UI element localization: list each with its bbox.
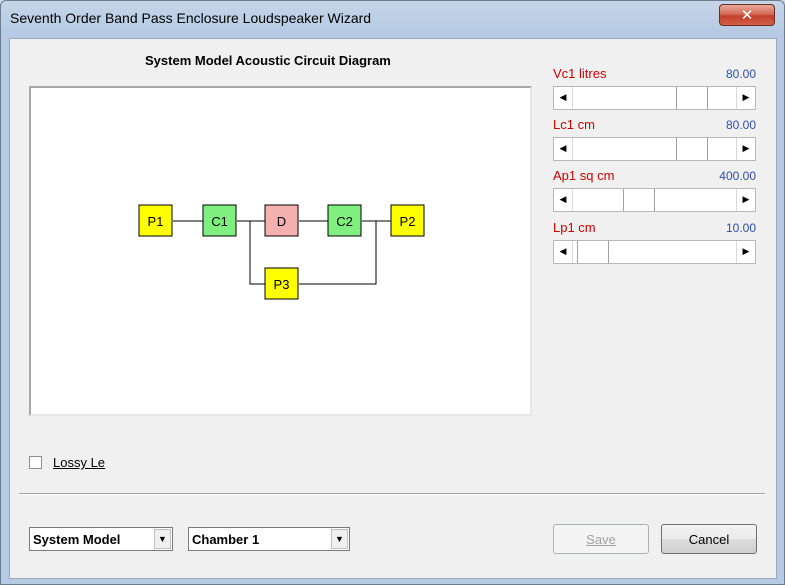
- lossy-le-text: Lossy Le: [53, 455, 106, 470]
- cancel-button-label: Cancel: [688, 531, 730, 547]
- title-bar: Seventh Order Band Pass Enclosure Loudsp…: [1, 1, 784, 37]
- scroll-thumb[interactable]: [622, 189, 655, 211]
- ap1-slider[interactable]: ◀ ▶: [553, 188, 756, 212]
- scroll-right-icon[interactable]: ▶: [736, 138, 755, 160]
- scroll-right-icon[interactable]: ▶: [736, 189, 755, 211]
- lp1-value: 10.00: [725, 221, 756, 235]
- wire-branch-left: [249, 221, 265, 285]
- chevron-down-icon[interactable]: ▼: [154, 529, 171, 549]
- lc1-slider[interactable]: ◀ ▶: [553, 137, 756, 161]
- node-c1[interactable]: C1: [202, 204, 237, 237]
- separator-line: [19, 493, 765, 495]
- circuit-wires: [173, 220, 391, 285]
- node-p1-label: P1: [148, 214, 164, 229]
- node-p1[interactable]: P1: [138, 204, 173, 237]
- vc1-value: 80.00: [725, 67, 756, 81]
- wire-branch-right: [299, 221, 377, 285]
- circuit-diagram-canvas: P1 C1 D C2 P2 P3: [29, 86, 532, 416]
- node-p3[interactable]: P3: [264, 267, 299, 300]
- chamber-select-value: Chamber 1: [192, 532, 260, 547]
- close-button[interactable]: ✕: [719, 4, 775, 26]
- ap1-value: 400.00: [719, 169, 756, 183]
- lp1-slider[interactable]: ◀ ▶: [553, 240, 756, 264]
- node-p2-label: P2: [400, 214, 416, 229]
- vc1-slider[interactable]: ◀ ▶: [553, 86, 756, 110]
- scroll-thumb[interactable]: [675, 138, 708, 160]
- circuit-diagram: P1 C1 D C2 P2 P3: [138, 204, 425, 300]
- cancel-button[interactable]: Cancel: [661, 524, 757, 554]
- lc1-value: 80.00: [725, 118, 756, 132]
- node-c2[interactable]: C2: [327, 204, 362, 237]
- scroll-thumb[interactable]: [675, 87, 708, 109]
- scroll-right-icon[interactable]: ▶: [736, 87, 755, 109]
- lc1-label: Lc1 cm: [553, 117, 595, 132]
- save-button-label: Save: [586, 531, 616, 547]
- model-select-value: System Model: [33, 532, 121, 547]
- window-title: Seventh Order Band Pass Enclosure Loudsp…: [10, 10, 372, 26]
- node-p3-label: P3: [274, 277, 290, 292]
- scroll-thumb[interactable]: [577, 241, 610, 263]
- node-c1-label: C1: [211, 214, 228, 229]
- close-icon: ✕: [740, 6, 754, 24]
- scroll-left-icon[interactable]: ◀: [554, 138, 573, 160]
- save-button[interactable]: Save: [553, 524, 649, 554]
- lossy-le-checkbox[interactable]: [29, 456, 42, 469]
- node-d-label: D: [277, 214, 286, 229]
- vc1-label: Vc1 litres: [553, 66, 607, 81]
- scroll-left-icon[interactable]: ◀: [554, 87, 573, 109]
- diagram-title: System Model Acoustic Circuit Diagram: [145, 53, 391, 68]
- scroll-left-icon[interactable]: ◀: [554, 189, 573, 211]
- node-p2[interactable]: P2: [390, 204, 425, 237]
- lp1-label: Lp1 cm: [553, 220, 596, 235]
- model-select[interactable]: System Model ▼: [29, 527, 173, 551]
- chamber-select[interactable]: Chamber 1 ▼: [188, 527, 350, 551]
- scroll-right-icon[interactable]: ▶: [736, 241, 755, 263]
- node-d[interactable]: D: [264, 204, 299, 237]
- node-c2-label: C2: [336, 214, 353, 229]
- scroll-left-icon[interactable]: ◀: [554, 241, 573, 263]
- chevron-down-icon[interactable]: ▼: [331, 529, 348, 549]
- lossy-le-label[interactable]: Lossy Le: [53, 455, 105, 470]
- ap1-label: Ap1 sq cm: [553, 168, 615, 183]
